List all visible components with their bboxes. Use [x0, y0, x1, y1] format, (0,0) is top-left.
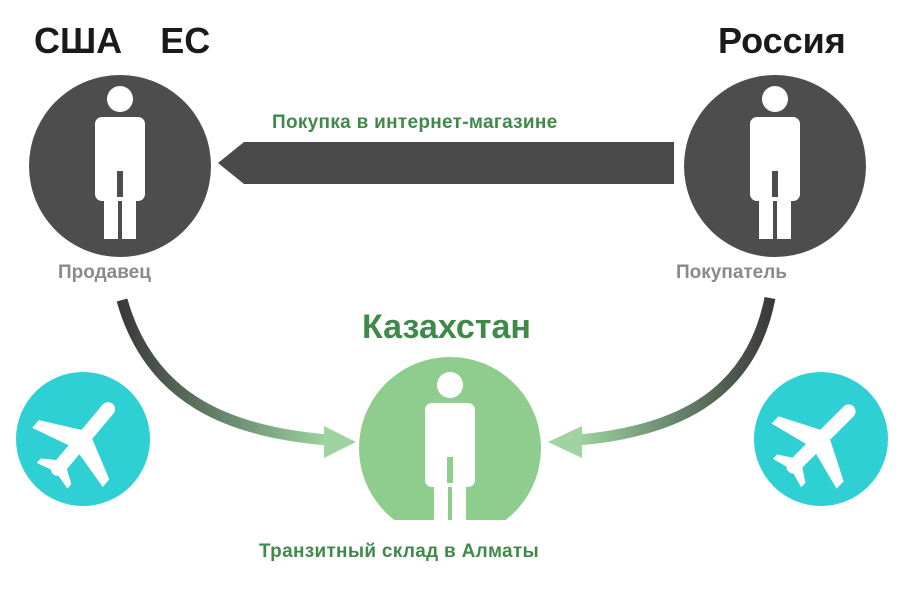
seller-role-label: Продавец: [58, 262, 151, 283]
transit-warehouse-label: Транзитный склад в Алматы: [259, 541, 540, 562]
region-usa: США: [34, 20, 123, 61]
right-plane-circle: [754, 372, 888, 506]
buyer-circle: [684, 75, 866, 257]
seller-to-transit-arrow: [116, 298, 329, 446]
person-icon: [425, 372, 475, 525]
transit-country: Казахстан: [362, 308, 531, 346]
transit-circle: [359, 357, 541, 539]
purchase-arrow: [218, 142, 674, 184]
airplane-icon: [32, 402, 116, 489]
person-icon: [95, 86, 145, 239]
person-icon: [750, 86, 800, 239]
right-arrowhead: [548, 426, 582, 458]
left-plane-circle: [16, 372, 150, 506]
transit-circle-cutoff: [340, 520, 560, 544]
purchase-arrow-label: Покупка в интернет-магазине: [272, 112, 558, 133]
left-arrowhead: [324, 426, 356, 458]
airplane-icon: [771, 404, 856, 489]
seller-regions: США ЕС: [34, 20, 210, 62]
region-eu: ЕС: [160, 20, 211, 61]
region-russia: Россия: [718, 20, 846, 61]
buyer-to-transit-arrow: [577, 296, 776, 446]
buyer-role-label: Покупатель: [676, 262, 788, 283]
seller-circle: [29, 75, 211, 257]
